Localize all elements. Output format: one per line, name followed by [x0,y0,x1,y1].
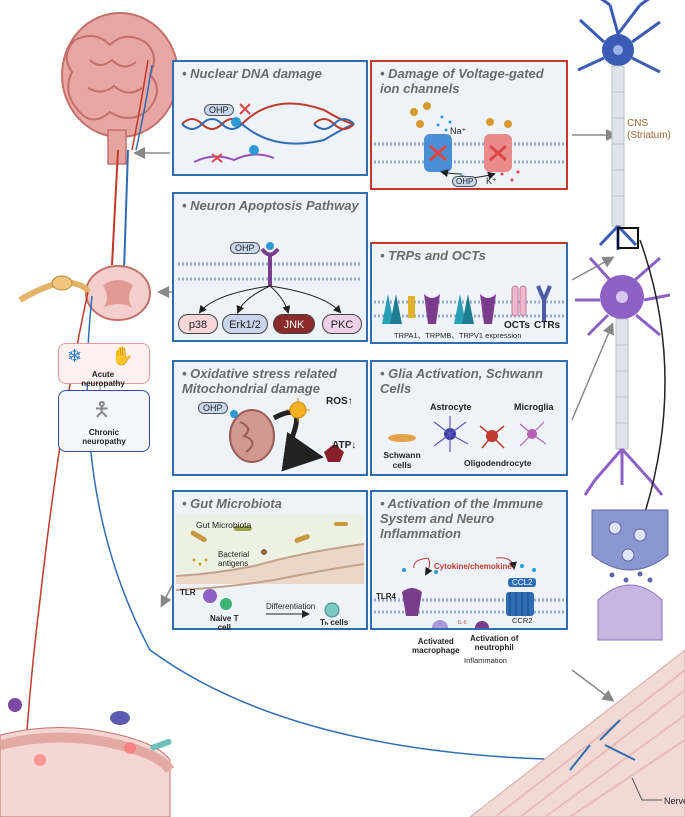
gut-microbiota-label: Gut Microbiota [196,520,252,530]
synapse-highlight-box [617,227,639,249]
acute-neuropathy-box: ❄ ✋ [58,343,150,384]
nerves-label: Nerves [664,796,685,806]
mitochondria-illustration [229,398,344,472]
panel-oxidative-stress: • Oxidative stress related Mitochondrial… [172,360,368,476]
peripheral-neuron-icon [575,256,671,496]
differentiation-label: Differentiation [266,602,316,611]
ohp-badge: OHP [204,104,234,116]
activated-macrophage-text: Activated macrophage [412,637,460,655]
tlr-label: TLR [180,588,196,597]
gut-illustration [175,514,365,618]
naive-t-label: Naive T cell [210,614,239,632]
ccl2-label: CCL2 [508,578,537,587]
dna-illustration [181,102,355,163]
brain-icon [61,12,179,165]
tlr4-label: TLR4 [376,592,396,601]
microglia-label: Microglia [514,402,554,412]
cytokine-label: Cytokine/chemokine↑ [434,562,516,571]
snowflake-icon: ❄ [67,346,83,366]
panel-title: • Nuclear DNA damage [182,66,322,81]
panel-title: • Damage of Voltage-gated ion channels [380,66,544,96]
ganglion-icon [18,275,91,303]
panel-title: • Neuron Apoptosis Pathway [182,198,359,213]
panel-nuclear-dna-damage: • Nuclear DNA damage OHP [172,60,368,176]
ccr2-label: CCR2 [512,616,533,625]
na-label: Na⁺ [450,126,467,136]
schwann-label: Schwann cells [383,450,421,470]
ctrs-label: CTRs [534,320,561,331]
gut-tissue-icon [0,698,175,817]
panel-title: • Gut Microbiota [182,496,282,511]
kinase-erk: Erk1/2 [222,314,268,334]
glia-illustration [388,416,547,452]
th-cells-label: Tₕ cells [320,618,349,627]
ohp-badge: OHP [452,176,478,187]
hand-icon: ✋ [111,346,134,366]
trp-caption: TRPA1、TRPMB、TRPV1 expression [394,331,522,340]
oligodendrocyte-label: Oligodendrocyte [464,458,532,468]
trp-channel-illustration [374,285,564,324]
activation-neutrophil-text: Activation of neutrophil [470,634,519,652]
kinase-p38: p38 [178,314,218,334]
apoptosis-illustration [178,242,362,314]
chronic-neuropathy-label: Chronic neuropathy [82,428,126,446]
chronic-neuropathy-box: 🯅 [58,390,150,452]
synapse-icon [591,509,669,641]
cns-label: CNS (Striatum) [627,118,671,141]
panel-title: • TRPs and OCTs [380,248,486,263]
panel-immune-activation: • Activation of the Immune System and Ne… [370,490,568,630]
panel-gut-microbiota: • Gut Microbiota Gut Microbiota Bacteria… [172,490,368,632]
bacterial-antigens-label: Bacterial antigens [218,550,250,568]
kinase-jnk: JNK [273,314,315,334]
inflammation-text: Inflammation [464,656,507,665]
ohp-badge: OHP [198,402,228,414]
kinase-pkc: PKC [322,314,362,334]
astrocyte-label: Astrocyte [430,402,472,412]
nerve-tissue-icon [469,649,685,817]
k-label: K⁺ [486,176,497,186]
atp-label: ATP↓ [332,440,357,451]
spinal-cord-icon [85,265,151,321]
person-icon: 🯅 [93,399,111,421]
octs-label: OCTs [504,320,530,331]
ros-label: ROS↑ [326,396,353,407]
panel-title: • Glia Activation, Schwann Cells [380,366,543,396]
immune-illustration [374,557,564,628]
ion-channel-illustration [374,102,564,185]
il-label: IL-6 [458,620,467,626]
panel-voltage-gated-channels: • Damage of Voltage-gated ion channels N… [370,60,568,190]
ohp-badge: OHP [230,242,260,254]
panel-glia-activation: • Glia Activation, Schwann Cells Astrocy… [370,360,568,476]
acute-neuropathy-label: Acute neuropathy [81,370,125,388]
panel-trps-octs: • TRPs and OCTs OCTs CTRs TRPA1、TRPMB、TR… [370,242,568,344]
panel-title: • Activation of the Immune System and Ne… [380,496,543,541]
cns-neuron-icon [577,0,661,250]
panel-title: • Oxidative stress related Mitochondrial… [182,366,337,396]
